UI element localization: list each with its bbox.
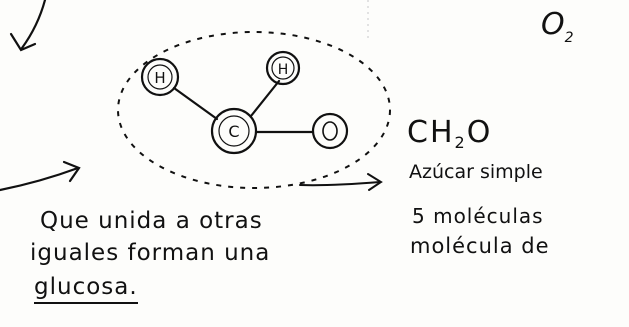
atom-label-oxygen-glyph xyxy=(322,121,338,141)
atom-oxygen: O xyxy=(311,112,349,150)
atom-carbon: C xyxy=(210,107,258,155)
note-line3-glucosa: glucosa. xyxy=(34,274,138,304)
down-arrow-top-left xyxy=(9,0,47,52)
bond-h-left xyxy=(172,86,219,121)
arrow-left-curve xyxy=(0,160,81,192)
atom-label-h-right: H xyxy=(278,62,289,78)
atom-label-oxygen: O xyxy=(330,135,331,137)
arrow-out xyxy=(299,173,383,191)
note-line1-left: Que unida a otras xyxy=(40,208,263,234)
atom-label-h-left: H xyxy=(154,69,165,87)
atom-h-left: H xyxy=(140,57,180,97)
note-line1-right: 5 moléculas xyxy=(412,204,544,228)
formula-label: CH2O xyxy=(407,115,492,152)
oxygen-label: O2 xyxy=(541,7,574,46)
bonds xyxy=(172,79,315,134)
atom-h-right: H xyxy=(265,50,301,86)
formula-caption: Azúcar simple xyxy=(409,161,543,183)
dashed-enclosure xyxy=(117,31,391,189)
note-line2-left: iguales forman una xyxy=(30,240,271,266)
bond-h-right xyxy=(249,79,281,118)
note-line2-right: molécula de xyxy=(410,234,550,258)
atom-label-carbon: C xyxy=(228,122,239,141)
